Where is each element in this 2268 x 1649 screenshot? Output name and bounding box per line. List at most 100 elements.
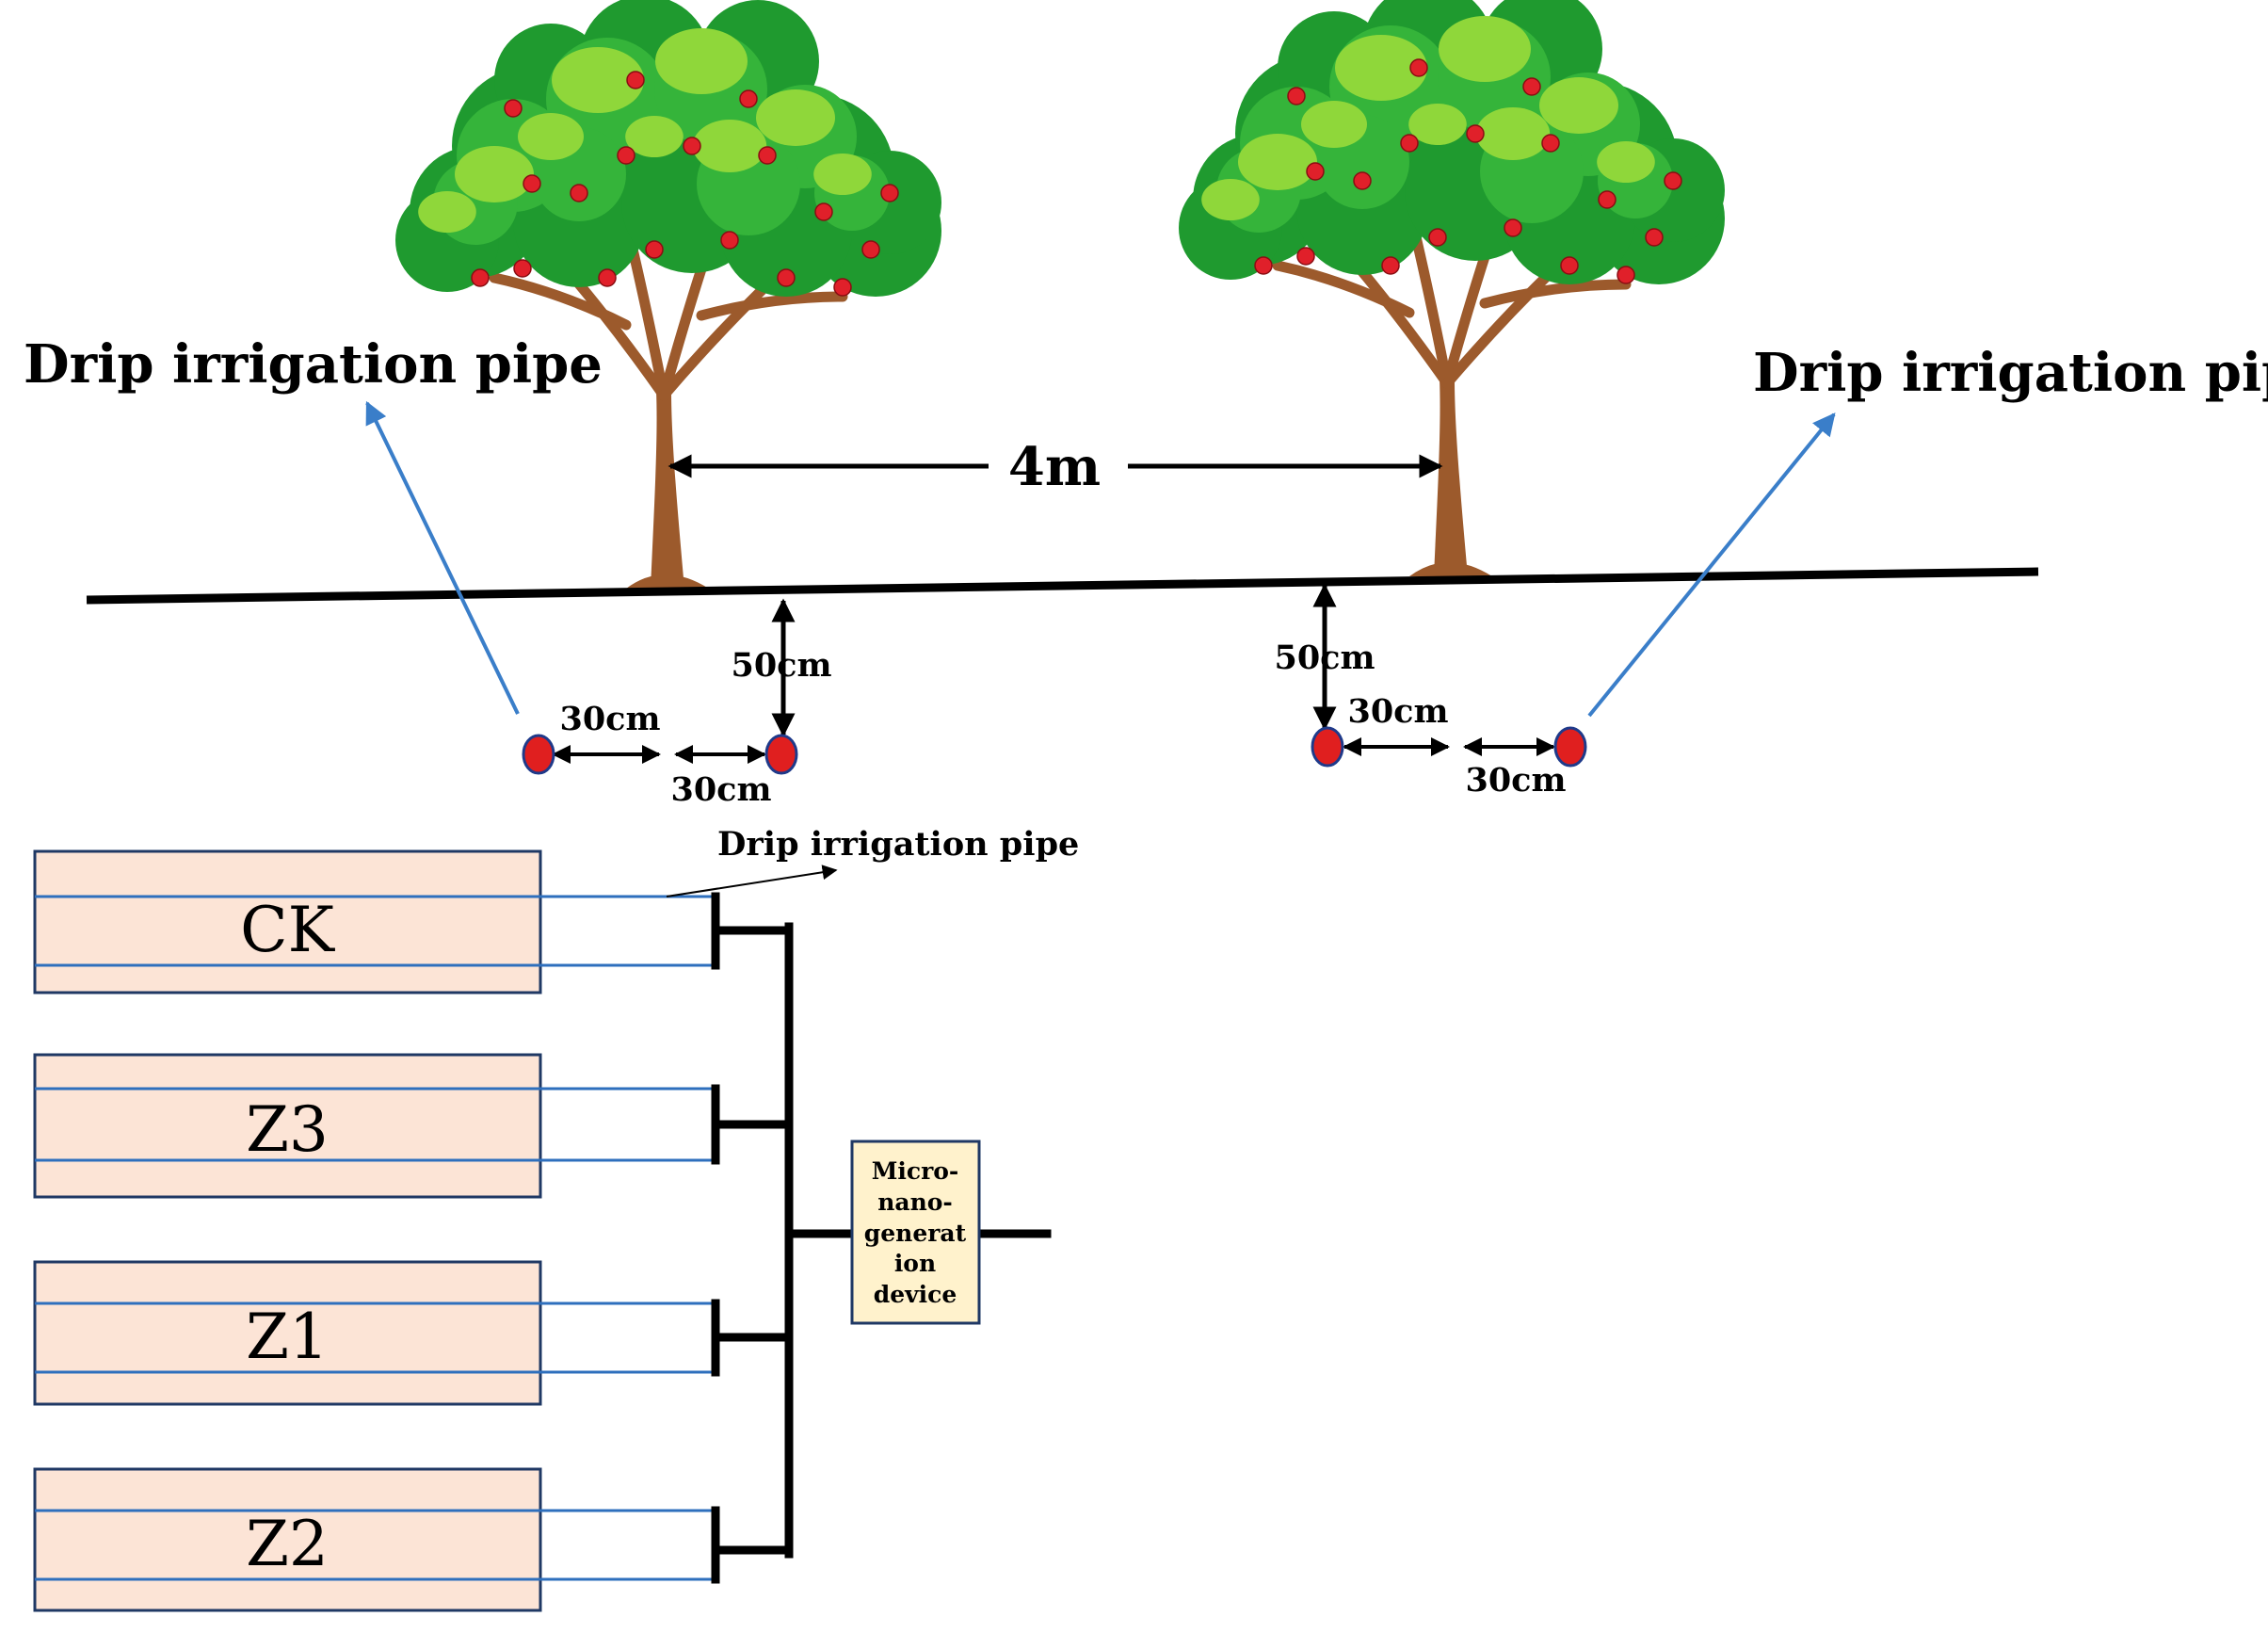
emitter-group-right: 50cm 30cm 30cm — [1274, 583, 1587, 800]
apple-fruit — [1381, 256, 1400, 275]
apple-fruit — [504, 99, 523, 118]
emitter-dot — [764, 734, 798, 775]
tree-leaf-highlight — [1539, 77, 1618, 134]
apple-fruit — [598, 268, 617, 287]
device-label-line: nano- — [877, 1188, 953, 1216]
spacing-label-left-1: 30cm — [559, 700, 660, 738]
tree-spacing-label: 4m — [1008, 436, 1101, 498]
tree-root — [626, 574, 709, 589]
drip-pipe-arrow-right — [1587, 412, 1836, 718]
tree-branch — [696, 291, 848, 321]
emitter-dot — [1553, 726, 1587, 768]
micro-nano-generation-device: Micro- nano- generat ion device — [850, 1140, 981, 1325]
plot-label: Z3 — [246, 1093, 329, 1166]
apple-fruit — [1664, 171, 1682, 190]
apple-fruit — [1306, 162, 1325, 181]
device-label-line: Micro- — [872, 1157, 959, 1185]
apple-fruit — [1400, 134, 1419, 153]
tree-leaf-highlight — [1408, 104, 1467, 145]
apple-fruit — [683, 137, 701, 155]
drip-pipe-label-right: Drip irrigation pipe — [1753, 342, 2268, 404]
depth-label-left: 50cm — [731, 646, 831, 685]
apple-fruit — [1428, 228, 1447, 247]
tree-leaf-highlight — [1597, 141, 1655, 183]
apple-fruit — [645, 240, 664, 259]
tree-branch — [1272, 260, 1415, 318]
apple-fruit — [1598, 190, 1617, 209]
apple-fruit — [617, 146, 635, 165]
device-label-line: generat — [864, 1220, 967, 1247]
apple-fruit — [1409, 58, 1428, 77]
tree-leaf-highlight — [1301, 101, 1367, 148]
apple-fruit — [758, 146, 777, 165]
plot-ck: CK — [33, 849, 716, 994]
spacing-label-left-2: 30cm — [670, 770, 771, 809]
apple-fruit — [523, 174, 541, 193]
apple-fruit — [1287, 87, 1306, 105]
tree-leaf-highlight — [756, 89, 835, 146]
apple-fruit — [1617, 266, 1635, 284]
plot-schematic: CK Z3 Z1 Z2 — [33, 825, 1079, 1612]
drip-pipe-arrow-left — [365, 400, 520, 715]
plot-label: Z1 — [246, 1301, 329, 1373]
tree-leaf-highlight — [692, 120, 767, 172]
apple-fruit — [739, 89, 758, 108]
apple-fruit — [777, 268, 796, 287]
tree-trunk — [651, 391, 684, 589]
emitter-group-left: 50cm 30cm 30cm — [522, 598, 832, 809]
tree-branch — [1479, 279, 1632, 309]
plot-z2: Z2 — [33, 1467, 716, 1612]
drip-pipe-arrow-bottom — [666, 865, 838, 897]
tree-spacing-dimension: 4m — [668, 436, 1443, 498]
drip-pipe-label-left: Drip irrigation pipe — [24, 333, 603, 396]
apple-fruit — [861, 240, 880, 259]
apple-fruit — [626, 71, 645, 89]
apple-fruit — [1522, 77, 1541, 96]
apple-fruit — [720, 231, 739, 250]
tree-leaf-highlight — [1475, 107, 1551, 160]
tree-leaf-highlight — [1439, 16, 1531, 82]
apple-tree-right — [1179, 0, 1725, 576]
device-label-line: device — [874, 1281, 957, 1308]
apple-fruit — [513, 259, 532, 278]
apple-fruit — [833, 278, 852, 297]
tree-leaf-highlight — [813, 154, 872, 195]
drip-pipe-label-bottom: Drip irrigation pipe — [717, 825, 1079, 864]
apple-fruit — [1504, 218, 1522, 237]
apple-fruit — [880, 184, 899, 202]
tree-root — [1409, 562, 1492, 576]
device-label-line: ion — [894, 1250, 936, 1277]
emitter-dot — [1311, 726, 1344, 768]
tree-leaf-highlight — [518, 113, 584, 160]
plot-z3: Z3 — [33, 1053, 716, 1199]
plot-label: CK — [240, 894, 335, 966]
plot-z1: Z1 — [33, 1260, 716, 1406]
tree-leaf-highlight — [1238, 134, 1317, 190]
ground-line — [86, 567, 2039, 605]
tree-leaf-highlight — [1335, 35, 1427, 101]
tree-leaf-highlight — [418, 191, 476, 233]
apple-fruit — [1541, 134, 1560, 153]
apple-fruit — [1560, 256, 1579, 275]
apple-fruit — [1645, 228, 1664, 247]
tree-leaf-highlight — [655, 28, 748, 94]
tree-leaf-highlight — [625, 116, 684, 157]
apple-fruit — [1466, 124, 1485, 143]
tree-leaf-highlight — [455, 146, 534, 202]
tree-leaf-highlight — [552, 47, 644, 113]
apple-fruit — [471, 268, 490, 287]
plot-label: Z2 — [246, 1508, 329, 1580]
tree-branch — [489, 272, 632, 331]
spacing-label-right-2: 30cm — [1465, 761, 1566, 800]
apple-fruit — [570, 184, 588, 202]
tree-trunk — [1434, 379, 1468, 576]
spacing-label-right-1: 30cm — [1347, 692, 1448, 731]
apple-tree-left — [395, 0, 941, 589]
pipe-manifold — [711, 892, 1052, 1584]
apple-fruit — [1353, 171, 1372, 190]
apple-fruit — [814, 202, 833, 221]
apple-fruit — [1254, 256, 1273, 275]
apple-fruit — [1296, 247, 1315, 266]
